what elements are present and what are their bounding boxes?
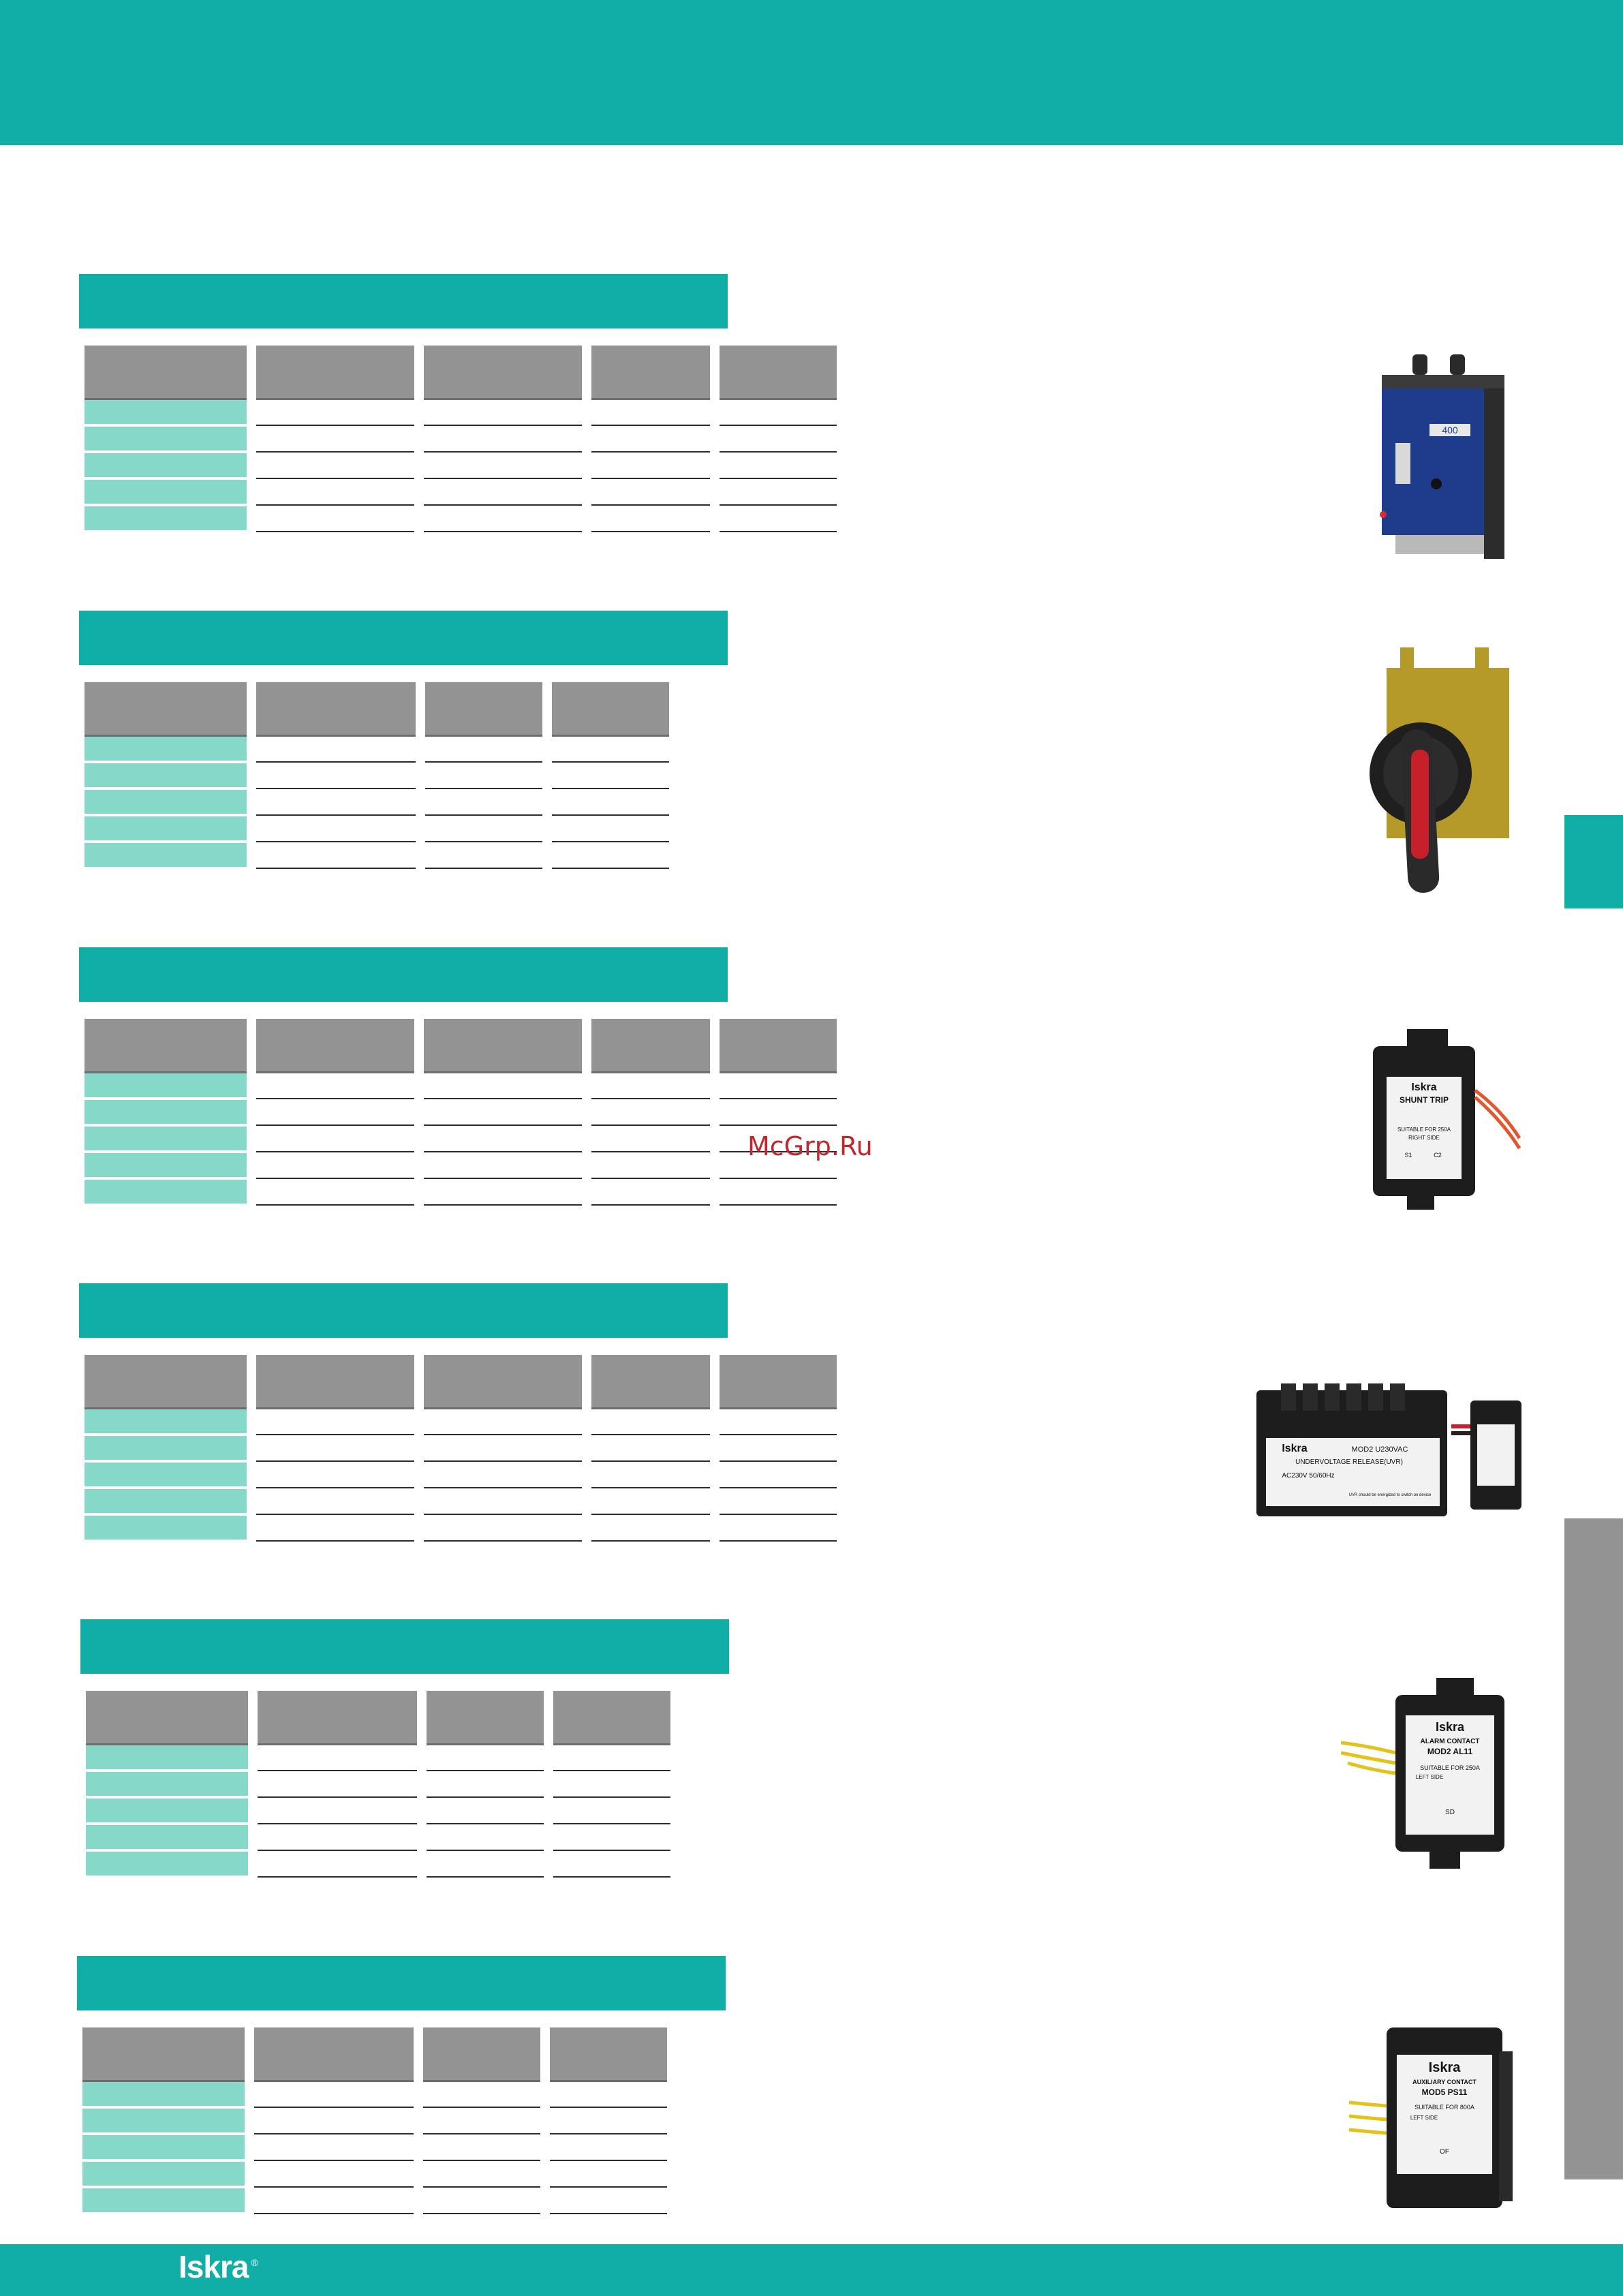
model-label: MOD5 PS11 — [1422, 2087, 1468, 2097]
table-header-cell — [427, 1691, 544, 1745]
section-title-bar — [79, 274, 728, 328]
rating-text: SUITABLE FOR 250A — [1420, 1764, 1480, 1771]
footer-band — [0, 2244, 1623, 2296]
side-text: RIGHT SIDE — [1408, 1135, 1440, 1141]
product-label: SHUNT TRIP — [1400, 1095, 1449, 1105]
alarm-contact-image: Iskra ALARM CONTACT MOD2 AL11 SUITABLE F… — [1341, 1678, 1518, 1876]
registered-mark: ® — [251, 2257, 258, 2268]
table-header-cell — [424, 1019, 582, 1073]
side-text: LEFT SIDE — [1416, 1774, 1443, 1780]
table-header-cell — [256, 1019, 414, 1073]
table-header-cell — [254, 2027, 414, 2082]
header-band — [0, 0, 1623, 145]
brand-label: Iskra — [1429, 2060, 1462, 2075]
section-tab-active — [1564, 815, 1623, 908]
watermark: McGrp.Ru — [747, 1131, 873, 1161]
table-header-cell — [550, 2027, 667, 2082]
brand-label: Iskra — [1436, 1720, 1465, 1734]
model-label: MOD2 U230VAC — [1352, 1445, 1408, 1454]
table-header-cell — [256, 682, 416, 737]
brand-logo: Iskra® — [179, 2246, 258, 2287]
table-header-cell — [720, 346, 837, 400]
table-header-cell — [256, 1355, 414, 1409]
section-title-bar — [79, 947, 728, 1002]
section-title-bar — [79, 1283, 728, 1338]
table-header-cell — [84, 1019, 247, 1073]
voltage-label: AC230V 50/60Hz — [1282, 1472, 1334, 1480]
shunt-trip-image: Iskra SHUNT TRIP SUITABLE FOR 250A RIGHT… — [1366, 1029, 1530, 1213]
table-header-cell — [720, 1019, 837, 1073]
terminal-label: SD — [1445, 1809, 1455, 1816]
table-header-cell — [425, 682, 542, 737]
table-header-cell — [591, 346, 710, 400]
model-label: MOD2 AL11 — [1427, 1747, 1473, 1756]
table-header-cell — [591, 1019, 710, 1073]
terminal-label: OF — [1440, 2148, 1449, 2156]
section-tab — [1564, 1518, 1623, 2179]
table-header-cell — [423, 2027, 540, 2082]
table-header-cell — [84, 1355, 247, 1409]
undervoltage-release-image: Iskra MOD2 U230VAC UNDERVOLTAGE RELEASE(… — [1254, 1377, 1526, 1527]
rating-label: 400 — [1442, 425, 1458, 435]
table-header-cell — [424, 1355, 582, 1409]
table-header-cell — [86, 1691, 248, 1745]
table-header-cell — [720, 1355, 837, 1409]
section-title-bar — [80, 1619, 729, 1674]
product-label: UNDERVOLTAGE RELEASE(UVR) — [1295, 1458, 1403, 1466]
table-header-cell — [553, 1691, 670, 1745]
table-header-cell — [84, 346, 247, 400]
table-header-cell — [84, 682, 247, 737]
table-header-cell — [424, 346, 582, 400]
logo-text: Iskra — [179, 2249, 249, 2284]
section-title-bar — [77, 1956, 726, 2010]
auxiliary-contact-image: Iskra AUXILIARY CONTACT MOD5 PS11 SUITAB… — [1349, 2024, 1519, 2215]
brand-label: Iskra — [1282, 1443, 1307, 1454]
table-header-cell — [256, 346, 414, 400]
table-header-cell — [258, 1691, 417, 1745]
side-text: LEFT SIDE — [1410, 2115, 1438, 2121]
table-header-cell — [552, 682, 669, 737]
terminal-c2: C2 — [1434, 1152, 1442, 1159]
rotary-handle-image — [1346, 647, 1530, 906]
table-header-cell — [82, 2027, 245, 2082]
table-header-cell — [591, 1355, 710, 1409]
motor-operator-image: 400 — [1375, 348, 1511, 559]
section-title-bar — [79, 611, 728, 665]
terminal-s1: S1 — [1404, 1152, 1412, 1159]
rating-text: SUITABLE FOR 800A — [1415, 2104, 1474, 2111]
rating-text: SUITABLE FOR 250A — [1397, 1127, 1451, 1133]
note-label: UVR should be energized to switch on dev… — [1349, 1493, 1432, 1497]
product-label: AUXILIARY CONTACT — [1412, 2079, 1477, 2085]
brand-label: Iskra — [1411, 1082, 1436, 1093]
product-label: ALARM CONTACT — [1420, 1738, 1479, 1745]
